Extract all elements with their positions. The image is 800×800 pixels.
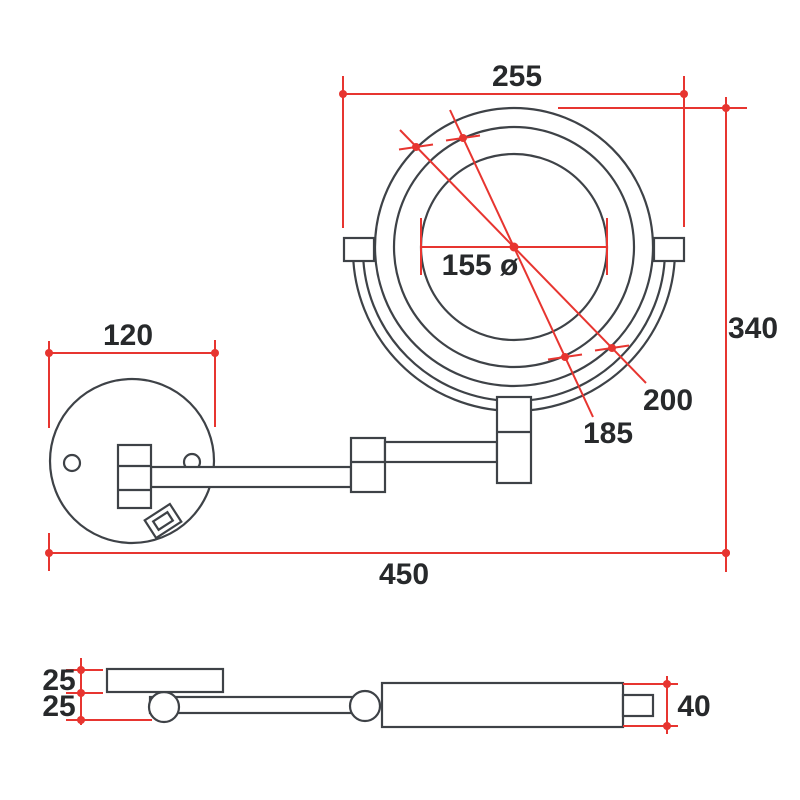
dim-label-340: 340 xyxy=(728,312,778,345)
dim-label-200: 200 xyxy=(643,384,693,417)
side-mirror-body xyxy=(380,681,625,729)
elbow-joint xyxy=(349,436,387,494)
dim-inner-mirror: 155 ø xyxy=(420,218,608,282)
dim-wall-plate: 120 xyxy=(45,319,219,571)
side-arm xyxy=(148,695,367,715)
dim-label-25-top: 25 xyxy=(42,664,75,697)
arm-segment-2 xyxy=(383,440,499,464)
mirror-mid-ring xyxy=(392,125,636,369)
dim-outer-frame: 200 xyxy=(398,129,693,417)
dim-plate-and-arm-offset: 25 25 xyxy=(42,658,152,725)
arm-segment-1 xyxy=(149,465,353,489)
dim-mirror-depth: 40 xyxy=(623,676,711,734)
dim-label-185: 185 xyxy=(583,417,633,450)
dim-label-40: 40 xyxy=(677,690,710,723)
dim-label-120: 120 xyxy=(103,319,153,352)
power-switch xyxy=(143,502,183,540)
dim-mid-frame: 185 xyxy=(445,109,633,450)
dim-width-across-pivots: 255 xyxy=(339,60,688,228)
dim-overall-height: 340 xyxy=(558,97,778,572)
side-knob xyxy=(621,693,655,718)
front-view: 255 340 120 450 xyxy=(45,60,778,591)
mirror-hinge-block xyxy=(495,395,533,485)
side-view: 25 25 40 xyxy=(42,658,711,734)
yoke-pivot-left xyxy=(342,236,376,263)
dim-label-155: 155 ø xyxy=(442,249,519,282)
yoke-pivot-right xyxy=(652,236,686,263)
dim-overall-reach: 450 xyxy=(45,549,730,591)
wall-bracket xyxy=(116,443,153,510)
dim-label-450: 450 xyxy=(379,558,429,591)
side-wall-plate xyxy=(105,667,225,694)
side-pivot-2 xyxy=(348,689,382,723)
dim-label-255: 255 xyxy=(492,60,542,93)
screw-hole-left xyxy=(62,453,82,473)
dim-label-25-bottom: 25 xyxy=(42,690,75,723)
side-pivot-1 xyxy=(147,690,181,724)
